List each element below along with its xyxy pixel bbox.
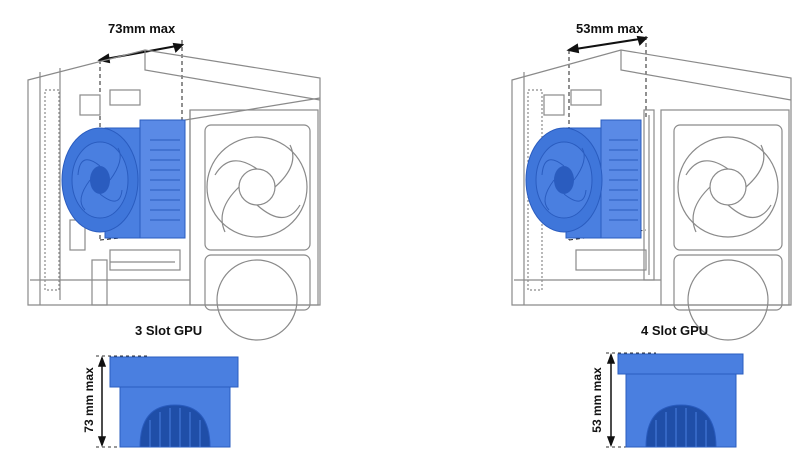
- cooler-side-view: [406, 0, 812, 454]
- cpu-cooler: [618, 354, 743, 447]
- panel-4-slot: 53mm max: [406, 0, 812, 454]
- cpu-cooler: [110, 357, 238, 447]
- cooler-side-view: [0, 0, 406, 454]
- height-label: 53 mm max: [590, 365, 604, 435]
- panel-3-slot: 73mm max: [0, 0, 406, 454]
- height-label: 73 mm max: [82, 365, 96, 435]
